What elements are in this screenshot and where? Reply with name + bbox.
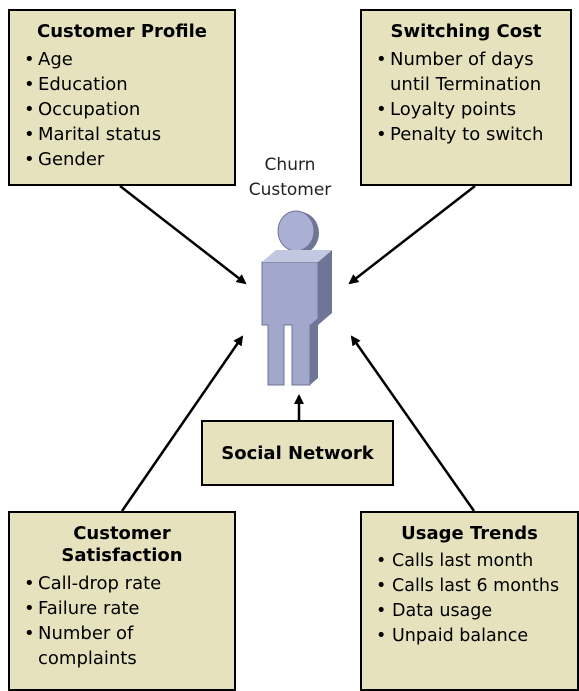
center-label: Churn Customer bbox=[230, 153, 350, 203]
center-label-line2: Customer bbox=[248, 180, 332, 200]
list-item: Age bbox=[10, 47, 234, 72]
social-network-box: Social Network bbox=[201, 420, 394, 486]
switching-cost-box: Switching Cost Number of days until Term… bbox=[360, 9, 572, 186]
arrow-satisfaction-to-customer bbox=[120, 335, 244, 512]
center-label-line1: Churn bbox=[264, 155, 316, 175]
list-item: Calls last 6 months bbox=[362, 574, 577, 599]
box-title: Customer Satisfaction bbox=[61, 523, 183, 566]
box-title: Usage Trends bbox=[401, 523, 538, 544]
customer-profile-box: Customer Profile Age Education Occupatio… bbox=[8, 9, 236, 186]
arrow-profile-to-customer bbox=[119, 185, 247, 285]
list-item: Gender bbox=[10, 147, 234, 172]
list-item: Data usage bbox=[362, 599, 577, 624]
customer-figure-icon bbox=[261, 210, 332, 386]
arrow-usage-to-customer bbox=[350, 335, 476, 512]
box-title: Switching Cost bbox=[390, 21, 542, 42]
list-item: Call-drop rate bbox=[10, 571, 234, 596]
list-item: Failure rate bbox=[10, 596, 234, 621]
list-item: Occupation bbox=[10, 97, 234, 122]
list-item: Marital status bbox=[10, 122, 234, 147]
list-item: Education bbox=[10, 72, 234, 97]
arrow-switching-to-customer bbox=[348, 185, 476, 285]
list-item: Calls last month bbox=[362, 549, 577, 574]
customer-satisfaction-box: Customer Satisfaction Call-drop rate Fai… bbox=[8, 511, 236, 691]
list-item: Penalty to switch bbox=[362, 122, 570, 147]
list-item: Unpaid balance bbox=[362, 624, 577, 649]
social-network-label: Social Network bbox=[221, 442, 374, 464]
usage-trends-box: Usage Trends Calls last month Calls last… bbox=[360, 511, 579, 691]
list-item: Loyalty points bbox=[362, 97, 570, 122]
box-title: Customer Profile bbox=[37, 21, 207, 42]
list-item: Number of days until Termination bbox=[362, 47, 570, 97]
list-item: Number of complaints bbox=[10, 621, 234, 671]
